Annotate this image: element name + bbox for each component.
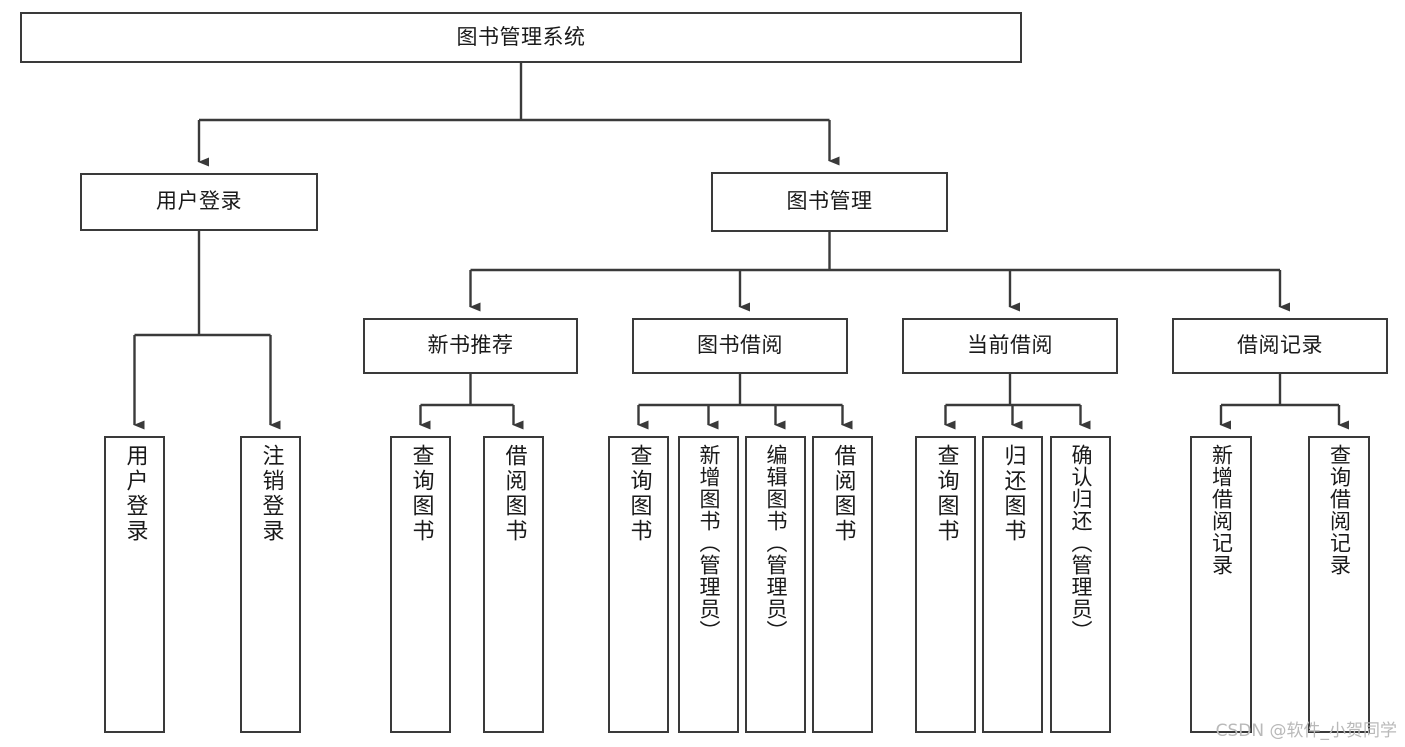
- node-label: 借阅记录: [1237, 333, 1323, 358]
- node-l6: 新增图书（管理员）: [678, 436, 739, 733]
- node-bookmgmt: 图书管理: [711, 172, 948, 232]
- node-label: 查询图书: [933, 444, 959, 544]
- node-label: 新增借阅记录: [1209, 444, 1234, 576]
- node-l4: 借阅图书: [483, 436, 544, 733]
- node-label: 当前借阅: [967, 333, 1053, 358]
- node-records: 借阅记录: [1172, 318, 1388, 374]
- node-l5: 查询图书: [608, 436, 669, 733]
- node-label: 查询图书: [626, 444, 652, 544]
- node-l10: 归还图书: [982, 436, 1043, 733]
- node-label: 用户登录: [156, 189, 242, 214]
- node-l13: 查询借阅记录: [1308, 436, 1370, 733]
- node-label: 注销登录: [258, 444, 284, 544]
- node-label: 编辑图书（管理员）: [764, 444, 788, 642]
- node-l1: 用户登录: [104, 436, 165, 733]
- node-l7: 编辑图书（管理员）: [745, 436, 806, 733]
- node-l8: 借阅图书: [812, 436, 873, 733]
- node-l2: 注销登录: [240, 436, 301, 733]
- node-root: 图书管理系统: [20, 12, 1022, 63]
- node-l9: 查询图书: [915, 436, 976, 733]
- node-newbook: 新书推荐: [363, 318, 578, 374]
- node-label: 图书管理系统: [456, 24, 586, 49]
- watermark: CSDN @软件_小贺同学: [1215, 721, 1397, 741]
- node-label: 借阅图书: [830, 444, 856, 544]
- node-label: 新增图书（管理员）: [697, 444, 721, 642]
- node-label: 借阅图书: [501, 444, 527, 544]
- node-l3: 查询图书: [390, 436, 451, 733]
- node-label: 图书管理: [786, 189, 873, 214]
- node-label: 图书借阅: [697, 333, 783, 358]
- node-label: 查询借阅记录: [1327, 444, 1352, 576]
- node-label: 归还图书: [1000, 444, 1026, 544]
- node-login: 用户登录: [80, 173, 318, 231]
- node-borrow: 图书借阅: [632, 318, 848, 374]
- node-label: 新书推荐: [427, 333, 514, 358]
- node-l12: 新增借阅记录: [1190, 436, 1252, 733]
- node-current: 当前借阅: [902, 318, 1118, 374]
- node-l11: 确认归还（管理员）: [1050, 436, 1111, 733]
- node-label: 查询图书: [408, 444, 434, 544]
- node-label: 确认归还（管理员）: [1069, 444, 1093, 642]
- node-label: 用户登录: [122, 444, 148, 544]
